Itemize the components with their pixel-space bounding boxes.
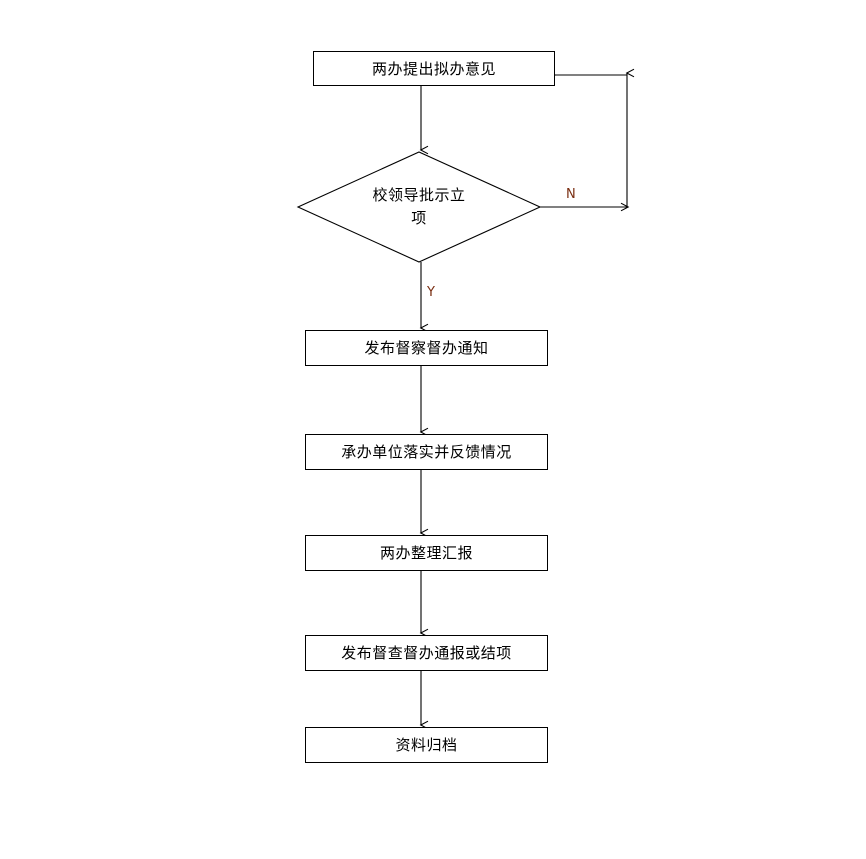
process-node-issue-notice-label: 发布督察督办通知 <box>364 339 489 357</box>
process-node-implement-feedback-label: 承办单位落实并反馈情况 <box>341 443 512 461</box>
decision-diamond-shape <box>296 151 542 263</box>
process-node-archive[interactable]: 资料归档 <box>305 727 548 763</box>
edge-label-no: N <box>566 187 576 202</box>
process-node-proposal-label: 两办提出拟办意见 <box>371 59 496 78</box>
process-node-publish-bulletin-label: 发布督查督办通报或结项 <box>341 644 512 662</box>
process-node-publish-bulletin[interactable]: 发布督查督办通报或结项 <box>305 635 548 671</box>
process-node-implement-feedback[interactable]: 承办单位落实并反馈情况 <box>305 434 548 470</box>
edge-label-yes: Y <box>427 285 435 300</box>
process-node-proposal[interactable]: 两办提出拟办意见 <box>313 51 555 86</box>
process-node-archive-label: 资料归档 <box>395 736 458 754</box>
process-node-compile-report-label: 两办整理汇报 <box>379 544 473 562</box>
process-node-issue-notice[interactable]: 发布督察督办通知 <box>305 330 548 366</box>
process-node-compile-report[interactable]: 两办整理汇报 <box>305 535 548 571</box>
